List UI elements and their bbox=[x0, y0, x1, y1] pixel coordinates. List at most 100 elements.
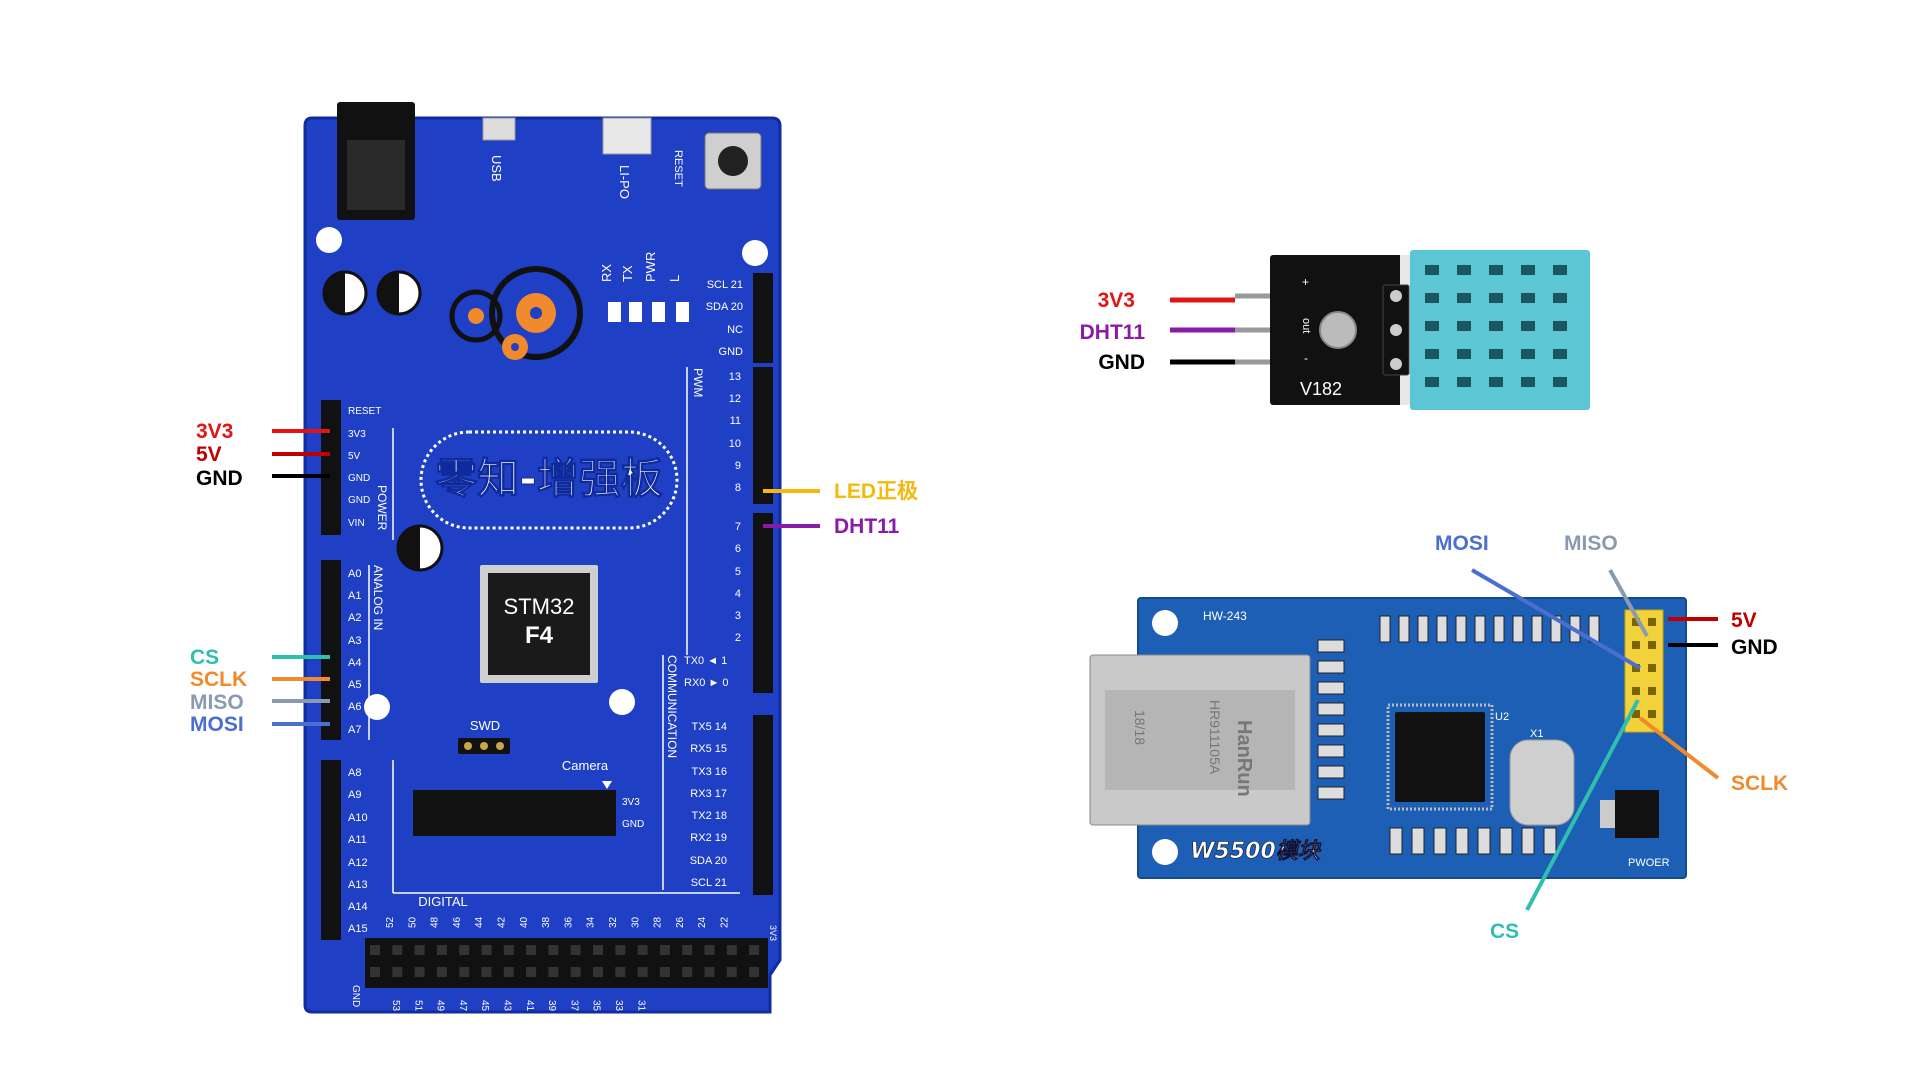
resistor bbox=[1398, 615, 1410, 643]
header-pin bbox=[615, 967, 626, 977]
digital-pin-label: 39 bbox=[546, 1000, 557, 1012]
camera-label: Camera bbox=[562, 758, 609, 773]
digital-pin-label: 26 bbox=[675, 916, 686, 928]
header-pin bbox=[726, 967, 737, 977]
header-pin bbox=[1632, 710, 1640, 718]
lipo-connector bbox=[602, 117, 652, 155]
power-pin: GND bbox=[348, 495, 370, 506]
sensor-vent bbox=[1457, 377, 1471, 387]
pwm-pin: 12 bbox=[729, 393, 741, 405]
header-pin bbox=[570, 945, 581, 955]
w5500-chip bbox=[1395, 712, 1485, 802]
comm-pin: SCL 21 bbox=[691, 877, 727, 889]
sensor-vent bbox=[1489, 349, 1503, 359]
resistor bbox=[1477, 827, 1491, 855]
wire-label-gnd: GND bbox=[196, 467, 243, 490]
u2-label: U2 bbox=[1495, 711, 1509, 723]
digital-pin-label: 28 bbox=[653, 916, 664, 928]
w5500-mosi: MOSI bbox=[1435, 532, 1489, 555]
comm-pin: RX2 19 bbox=[690, 832, 727, 844]
w5500-cs: CS bbox=[1490, 920, 1519, 943]
header-pin bbox=[1648, 641, 1656, 649]
comm-pin: RX3 17 bbox=[690, 788, 727, 800]
header-pwm2 bbox=[753, 513, 773, 693]
analog-pin: A10 bbox=[348, 812, 368, 824]
sensor-vent bbox=[1489, 293, 1503, 303]
comm-pin: RX5 15 bbox=[690, 743, 727, 755]
sensor-vent bbox=[1457, 293, 1471, 303]
digital-pin-label: 32 bbox=[608, 916, 619, 928]
sensor-vent bbox=[1553, 349, 1567, 359]
camera-header bbox=[413, 790, 616, 836]
wire-label-cs: CS bbox=[190, 646, 219, 669]
analog-pin: A12 bbox=[348, 857, 368, 869]
pwm-pin: 10 bbox=[729, 438, 741, 450]
crystal bbox=[1509, 739, 1575, 826]
chip-label-1: STM32 bbox=[504, 594, 575, 619]
header-pin bbox=[704, 967, 715, 977]
dht-pin-out: out bbox=[1300, 318, 1312, 333]
dht-wire-3v3: 3V3 bbox=[1098, 289, 1135, 312]
sensor-vent bbox=[1457, 321, 1471, 331]
jack-date: 18/18 bbox=[1132, 710, 1148, 745]
digital-pin-label: 46 bbox=[452, 916, 463, 928]
header-pin bbox=[659, 945, 670, 955]
digital-pin-label: 50 bbox=[407, 916, 418, 928]
header-pin bbox=[414, 967, 425, 977]
resistor bbox=[1317, 702, 1345, 716]
led bbox=[676, 302, 689, 322]
chip-label-2: F4 bbox=[525, 622, 554, 649]
wire-label-3v3: 3V3 bbox=[196, 420, 233, 443]
main-board: USB LI-PO RESET RX TX PWR bbox=[303, 102, 782, 1014]
lipo-label: LI-PO bbox=[617, 165, 632, 199]
sensor-vent bbox=[1489, 321, 1503, 331]
sensor-vent bbox=[1489, 265, 1503, 275]
sensor-vent bbox=[1521, 293, 1535, 303]
header-pin bbox=[481, 967, 492, 977]
communication-label: COMMUNICATION bbox=[665, 655, 679, 758]
usb-port bbox=[482, 117, 516, 141]
camera-pin: GND bbox=[622, 819, 644, 830]
digital-pin-label: 42 bbox=[497, 916, 508, 928]
digital-label: DIGITAL bbox=[418, 894, 468, 909]
header-pin bbox=[1632, 618, 1640, 626]
digital-pin-label: 41 bbox=[524, 1000, 535, 1012]
header-pin bbox=[1632, 687, 1640, 695]
header-pwm bbox=[753, 367, 773, 504]
resistor bbox=[1499, 827, 1513, 855]
dht-component bbox=[1319, 311, 1357, 349]
digital-pin-label: 35 bbox=[591, 1000, 602, 1012]
digital-pin-label: 40 bbox=[519, 916, 530, 928]
logo-icon bbox=[449, 266, 583, 360]
serial-pin: TX0 ◄ 1 bbox=[684, 655, 727, 667]
module-name: W5500模块 bbox=[1190, 839, 1321, 864]
digital-pin-label: 47 bbox=[457, 1000, 468, 1012]
pwm-pin: 8 bbox=[735, 482, 741, 494]
header-pin bbox=[370, 945, 380, 955]
swd-label: SWD bbox=[470, 718, 500, 733]
pwm-pin: 9 bbox=[735, 460, 741, 472]
sensor-vent bbox=[1425, 349, 1439, 359]
header-pin bbox=[503, 945, 514, 955]
analog-pin: A4 bbox=[348, 657, 361, 669]
sensor-vent bbox=[1425, 321, 1439, 331]
header-analog-2 bbox=[321, 760, 341, 940]
sensor-vent bbox=[1553, 293, 1567, 303]
header-pin bbox=[1648, 664, 1656, 672]
x1-label: X1 bbox=[1530, 728, 1543, 740]
w5500-5v: 5V bbox=[1731, 609, 1757, 632]
led-l-label: L bbox=[667, 275, 682, 282]
header-pin bbox=[414, 945, 425, 955]
sensor-vent bbox=[1553, 377, 1567, 387]
sensor-vent bbox=[1425, 265, 1439, 275]
wire-label-sclk: SCLK bbox=[190, 668, 247, 691]
resistor bbox=[1493, 615, 1505, 643]
pwm2-pin: 3 bbox=[735, 610, 741, 622]
dht-pin-minus: - bbox=[1304, 351, 1308, 365]
pin-nc: NC bbox=[727, 324, 743, 336]
header-pin bbox=[726, 945, 737, 955]
pwm2-pin: 7 bbox=[735, 521, 741, 533]
analog-pin: A3 bbox=[348, 635, 361, 647]
